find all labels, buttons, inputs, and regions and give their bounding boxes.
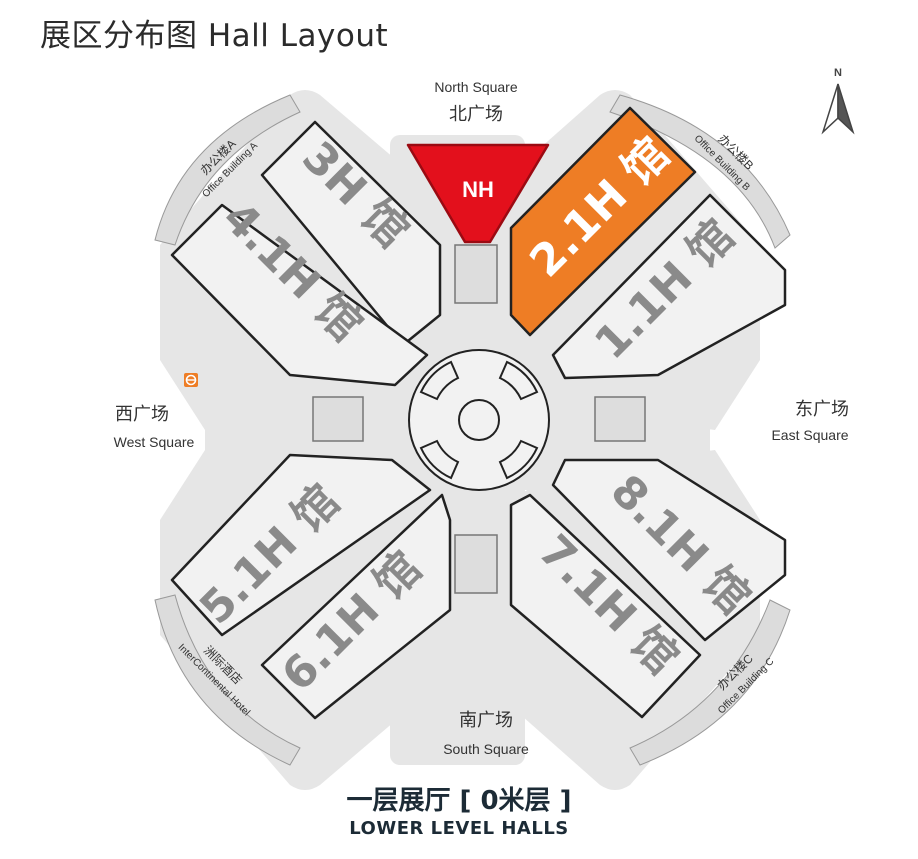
footer-en: LOWER LEVEL HALLS: [349, 818, 569, 839]
south-square-en: South Square: [443, 741, 529, 757]
hall-6-1h[interactable]: [260, 493, 452, 720]
north-square-en: North Square: [434, 79, 517, 95]
north-connector: [454, 244, 498, 304]
central-hub: [408, 349, 550, 491]
office-building-a: [154, 94, 301, 246]
page-title: 展区分布图 Hall Layout: [40, 18, 389, 54]
compass-label: N: [834, 67, 842, 79]
metro-icon: [184, 373, 198, 387]
office-building-c: [629, 599, 791, 766]
north-square-cn: 北广场: [449, 104, 503, 124]
hall-4-1h[interactable]: [170, 203, 429, 387]
east-connector: [594, 396, 646, 442]
hall-8-1h[interactable]: [551, 458, 787, 642]
west-connector: [312, 396, 364, 442]
hall-nh-label: NH: [462, 177, 494, 202]
east-square-cn: 东广场: [795, 399, 849, 419]
west-square-en: West Square: [114, 434, 195, 450]
hall-nh[interactable]: [406, 143, 550, 244]
hall-2-1h[interactable]: [509, 106, 697, 337]
hall-1-1h[interactable]: [551, 193, 787, 380]
compass-icon: N: [821, 67, 855, 135]
west-square-cn: 西广场: [115, 404, 169, 424]
hall-7-1h[interactable]: [509, 493, 702, 719]
hall-5-1h[interactable]: [170, 453, 432, 637]
east-square-en: East Square: [771, 427, 848, 443]
hall-3h[interactable]: [260, 120, 442, 347]
intercontinental-hotel: [154, 594, 301, 766]
south-connector: [454, 534, 498, 594]
footer-cn: 一层展厅 [ 0米层 ]: [346, 786, 572, 816]
south-square-cn: 南广场: [459, 710, 513, 730]
